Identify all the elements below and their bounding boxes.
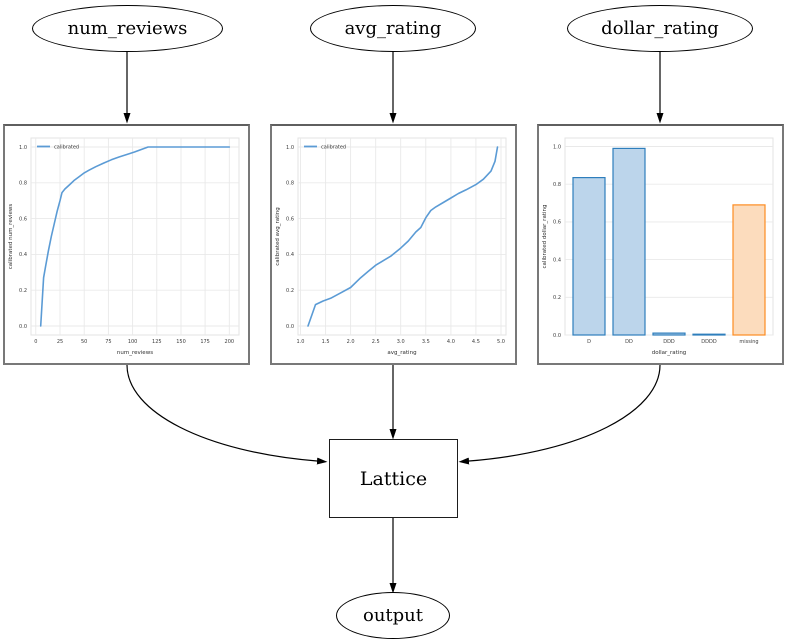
node-dollar-rating-label: dollar_rating xyxy=(601,18,719,39)
svg-text:150: 150 xyxy=(176,339,186,345)
svg-text:1.5: 1.5 xyxy=(322,339,330,345)
svg-text:0.6: 0.6 xyxy=(286,216,294,222)
svg-text:0.0: 0.0 xyxy=(553,333,561,339)
node-num-reviews: num_reviews xyxy=(32,5,223,52)
svg-text:1.0: 1.0 xyxy=(286,145,294,151)
svg-text:0.6: 0.6 xyxy=(553,220,561,226)
svg-text:0.4: 0.4 xyxy=(553,257,561,263)
calibration-chart-avg-rating: 1.0 1.5 2.0 2.5 3.0 3.5 4.0 4.5 5.0 calibrated 0.0… xyxy=(270,124,517,365)
svg-text:5.0: 5.0 xyxy=(497,339,505,345)
svg-text:100: 100 xyxy=(128,339,138,345)
svg-text:3.0: 3.0 xyxy=(397,339,405,345)
svg-text:0.2: 0.2 xyxy=(19,288,27,294)
svg-text:calibrated: calibrated xyxy=(321,145,346,151)
svg-text:0.4: 0.4 xyxy=(19,252,27,258)
edge-calibrator1-to-lattice xyxy=(126,364,328,465)
svg-text:125: 125 xyxy=(152,339,162,345)
svg-text:0.0: 0.0 xyxy=(286,324,294,330)
node-avg-rating: avg_rating xyxy=(310,5,476,52)
svg-text:75: 75 xyxy=(105,339,111,345)
node-lattice-label: Lattice xyxy=(359,467,428,490)
svg-text:0.8: 0.8 xyxy=(286,181,294,187)
svg-text:4.0: 4.0 xyxy=(447,339,455,345)
svg-text:3.5: 3.5 xyxy=(422,339,430,345)
calibration-chart-num-reviews: 0 25 50 75 100 125 150 175 200 calibrated 0.0 0.2 0.… xyxy=(3,124,250,365)
svg-text:0: 0 xyxy=(34,339,37,345)
svg-text:calibrated: calibrated xyxy=(54,145,79,151)
calibration-plot: 0 25 50 75 100 125 150 175 200 calibrated 0.0 0.2 0.… xyxy=(5,126,248,363)
svg-text:1.0: 1.0 xyxy=(553,144,561,150)
svg-text:calibrated dollar_rating: calibrated dollar_rating xyxy=(542,205,548,269)
svg-text:0.6: 0.6 xyxy=(19,216,27,222)
svg-text:2.0: 2.0 xyxy=(347,339,355,345)
calibration-plot: 1.0 1.5 2.0 2.5 3.0 3.5 4.0 4.5 5.0 calibrated 0.0… xyxy=(272,126,515,363)
svg-text:DDDD: DDDD xyxy=(701,339,717,345)
svg-text:0.8: 0.8 xyxy=(553,182,561,188)
svg-text:175: 175 xyxy=(200,339,210,345)
svg-text:1.0: 1.0 xyxy=(297,339,305,345)
svg-text:25: 25 xyxy=(57,339,63,345)
node-dollar-rating: dollar_rating xyxy=(567,5,753,52)
edge-calibrator3-to-lattice xyxy=(458,364,661,465)
svg-text:1.0: 1.0 xyxy=(19,145,27,151)
svg-text:dollar_rating: dollar_rating xyxy=(652,350,687,356)
svg-text:0.2: 0.2 xyxy=(286,288,294,294)
svg-text:num_reviews: num_reviews xyxy=(117,350,153,356)
svg-text:calibrated num_reviews: calibrated num_reviews xyxy=(8,204,14,270)
node-output-label: output xyxy=(362,605,423,626)
svg-text:0.0: 0.0 xyxy=(19,324,27,330)
svg-text:avg_rating: avg_rating xyxy=(387,350,416,356)
svg-text:D: D xyxy=(587,339,591,345)
svg-text:0.8: 0.8 xyxy=(19,181,27,187)
svg-text:calibrated avg_rating: calibrated avg_rating xyxy=(275,207,281,266)
svg-text:missing: missing xyxy=(739,339,758,345)
svg-text:2.5: 2.5 xyxy=(372,339,380,345)
svg-text:0.4: 0.4 xyxy=(286,252,294,258)
node-output: output xyxy=(336,592,450,639)
svg-text:50: 50 xyxy=(81,339,87,345)
svg-text:200: 200 xyxy=(225,339,235,345)
node-lattice: Lattice xyxy=(329,439,458,518)
svg-text:4.5: 4.5 xyxy=(472,339,480,345)
node-avg-rating-label: avg_rating xyxy=(344,18,442,39)
node-num-reviews-label: num_reviews xyxy=(67,18,188,39)
svg-text:0.2: 0.2 xyxy=(553,295,561,301)
svg-text:DDD: DDD xyxy=(663,339,675,345)
svg-text:DD: DD xyxy=(625,339,633,345)
